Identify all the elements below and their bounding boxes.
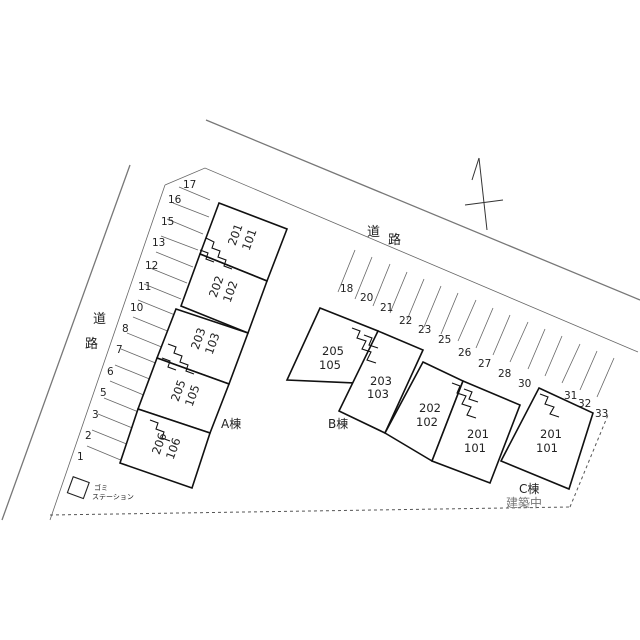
parking-number-27: 27 [478,358,491,370]
building-b-label: B棟 [328,416,348,431]
parking-number-6: 6 [107,366,114,378]
building-b-unit-3-lower: 102 [416,415,438,429]
roads [1,119,640,521]
building-c-label: C棟 [519,481,539,496]
building-a-unit-5 [118,407,212,490]
parking-number-23: 23 [418,324,431,336]
building-b-unit-3-upper: 202 [419,401,441,415]
building-b-unit-2-upper: 203 [370,374,392,388]
left-parking-stalls [86,186,211,462]
left-parking-numbers: 17 16 15 13 12 11 10 8 7 6 5 3 2 1 [77,179,196,463]
parking-number-10: 10 [130,302,143,314]
garbage-station-label-line1: ゴミ [94,483,108,492]
under-construction-label: 建築中 [506,495,542,510]
parking-number-5: 5 [100,387,107,399]
parking-number-11: 11 [138,281,151,293]
left-road-label-char1: 道 [93,312,106,327]
parking-number-13: 13 [152,237,165,249]
garbage-station: ゴミ ステーション [66,476,134,501]
building-b-unit-2-lower: 103 [367,387,389,401]
building-b-unit-1-lower: 105 [319,358,341,372]
top-road-label-char1: 道 [367,225,380,240]
garbage-station-label-line2: ステーション [92,493,134,501]
parking-number-8: 8 [122,323,129,335]
building-b-unit-4-lower: 101 [464,441,486,455]
parking-number-20: 20 [360,292,373,304]
parking-number-33: 33 [595,408,608,420]
building-a-stairs-icon [149,237,233,442]
parking-number-18: 18 [340,283,353,295]
parking-number-2: 2 [85,430,92,442]
building-c-stairs-icon [539,393,560,418]
building-c-unit-1-upper: 201 [540,427,562,441]
building-a-label: A棟 [221,416,241,431]
parking-number-17: 17 [183,179,196,191]
top-road-edge [205,119,640,301]
building-b-unit-1-upper: 205 [322,344,344,358]
parking-number-21: 21 [380,302,393,314]
building-c: 201 101 C棟 [499,386,594,496]
parking-number-1: 1 [77,451,84,463]
building-b-unit-4 [430,379,522,485]
building-b: 205 205 105 203 103 202 102 201 101 B棟 [285,306,553,485]
building-a: 201 101 202 102 203 103 205 105 206 106 … [118,201,289,490]
parking-number-3: 3 [92,409,99,421]
parking-number-26: 26 [458,347,472,359]
building-c-unit-1-lower: 101 [536,441,558,455]
building-c-unit-1 [499,386,594,491]
parking-number-31: 31 [564,390,577,402]
left-road-label-char2: 路 [85,336,98,352]
parking-number-25: 25 [438,334,451,346]
building-b-unit-4-upper: 201 [467,427,489,441]
parking-number-28: 28 [498,368,511,380]
lot-boundary [49,167,639,521]
parking-number-22: 22 [399,315,412,327]
parking-number-15: 15 [161,216,174,228]
parking-number-12: 12 [145,260,158,272]
parking-number-30: 30 [518,378,531,390]
garbage-station-box [66,476,90,500]
top-road-label-char2: 路 [388,232,401,248]
left-road-edge [1,164,131,521]
right-parking-stalls [337,249,615,398]
parking-number-7: 7 [116,344,123,356]
north-arrow-icon [464,157,504,231]
parking-number-16: 16 [168,194,182,206]
